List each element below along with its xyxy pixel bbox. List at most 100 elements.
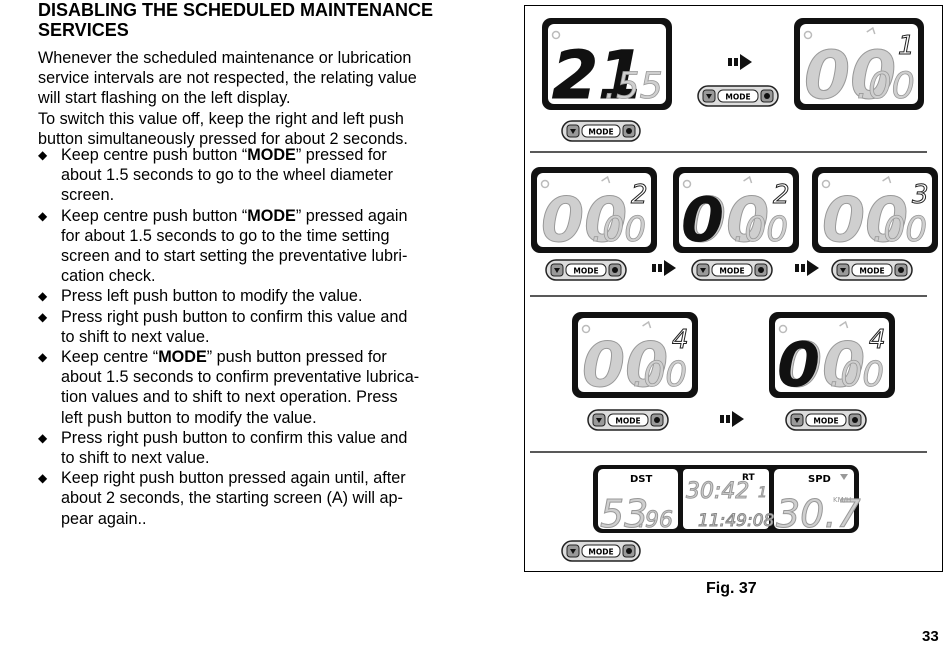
lcd-corner-digit: 2 xyxy=(631,180,648,210)
mode-button xyxy=(717,89,759,103)
section-heading: DISABLING THE SCHEDULED MAINTENANCE SERV… xyxy=(38,0,468,40)
next-arrow-icon xyxy=(795,260,819,276)
spd-value: 30.7 xyxy=(776,492,861,536)
step-line: Press right push button to confirm this … xyxy=(61,428,408,447)
dst-decimal: .96 xyxy=(638,508,673,533)
spd-panel xyxy=(774,469,854,529)
steps-list: ◆ Keep centre push button “MODE” pressed … xyxy=(38,145,466,529)
rt-label: RT xyxy=(742,473,756,483)
lcd-corner-digit: 1 xyxy=(898,31,915,61)
indicator-icon xyxy=(682,179,692,189)
indicator-icon xyxy=(551,30,561,40)
indicator-icon xyxy=(581,324,591,334)
indicator-icon xyxy=(778,324,788,334)
lcd-small-digits: .00 xyxy=(829,355,884,395)
dst-value: 53 xyxy=(600,492,648,536)
step-line: pear again.. xyxy=(61,509,147,528)
step-line: Press right push button to confirm this … xyxy=(61,307,408,326)
button-panel: MODE xyxy=(691,259,773,281)
lcd-corner-digit: 2 xyxy=(773,180,790,210)
intro-line: will start flashing on the left display. xyxy=(38,89,291,108)
down-arrow-icon xyxy=(840,268,846,273)
mode-button xyxy=(851,263,893,277)
button-panel: MODE xyxy=(561,120,641,142)
down-arrow-icon xyxy=(840,474,848,480)
mode-button xyxy=(607,413,649,427)
button-panel: MODE xyxy=(587,409,669,431)
step-line: Keep centre “MODE” push button pressed f… xyxy=(61,348,387,367)
wrench-icon xyxy=(743,175,753,184)
lcd-screen xyxy=(818,173,932,247)
dot-icon xyxy=(852,417,858,423)
down-arrow-icon xyxy=(794,418,800,423)
indicator-icon xyxy=(540,179,550,189)
spd-unit: KM/H xyxy=(833,496,851,504)
lcd-small-digits: .00 xyxy=(591,210,646,250)
lcd-display: 21.55 xyxy=(542,18,672,115)
lcd-display: 00.002 xyxy=(531,167,657,257)
bullet-icon: ◆ xyxy=(38,430,48,445)
mode-button-label: MODE xyxy=(588,548,613,557)
next-arrow-icon xyxy=(720,411,744,427)
lcd-screen xyxy=(800,24,918,104)
step-item: ◆ Press right push button to confirm this… xyxy=(38,307,466,347)
step-line: to shift to next value. xyxy=(61,327,210,346)
figure-caption: Fig. 37 xyxy=(706,580,757,597)
lcd-display: 00.001 xyxy=(794,18,924,115)
lcd-screen xyxy=(537,173,651,247)
next-arrow-icon xyxy=(728,54,752,70)
mode-button xyxy=(581,544,621,558)
lcd-corner-digit: 3 xyxy=(912,180,929,210)
step-line: screen. xyxy=(61,186,115,205)
lcd-screen xyxy=(578,318,692,392)
intro-line: Whenever the scheduled maintenance or lu… xyxy=(38,49,412,67)
step-line: Keep centre push button “MODE” pressed f… xyxy=(61,146,387,164)
step-line: Press left push button to modify the val… xyxy=(61,287,363,306)
next-arrow-icon xyxy=(652,260,676,276)
mode-button xyxy=(711,263,753,277)
mode-button-label: MODE xyxy=(573,267,598,276)
lcd-big-digits: 00 xyxy=(804,37,896,114)
intro-paragraph: Whenever the scheduled maintenance or lu… xyxy=(38,48,466,149)
mode-button-label: MODE xyxy=(859,267,884,276)
down-arrow-icon xyxy=(596,418,602,423)
wrench-icon xyxy=(839,320,849,329)
lcd-big-digits: 21 xyxy=(552,37,644,114)
step-line: Keep right push button pressed again unt… xyxy=(61,469,406,488)
lcd-big-digits: 00 xyxy=(779,329,865,401)
figure-frame xyxy=(524,5,943,572)
lcd-highlight-digit: 0 xyxy=(777,329,820,401)
heading-line-1: DISABLING THE SCHEDULED MAINTENANCE xyxy=(38,0,434,20)
heading-line-2: SERVICES xyxy=(38,20,129,40)
step-item: ◆Keep centre “MODE” push button pressed … xyxy=(38,347,466,428)
step-line: tion values and to shift to next operati… xyxy=(61,388,398,407)
lcd-big-digits: 00 xyxy=(683,184,769,256)
lcd-big-digits: 00 xyxy=(582,329,668,401)
lcd-screen xyxy=(775,318,889,392)
mode-button-label: MODE xyxy=(725,93,750,102)
bullet-icon: ◆ xyxy=(38,208,48,223)
lcd-small-digits: .00 xyxy=(632,355,687,395)
lcd-screen xyxy=(548,24,666,104)
step-line: about 1.5 seconds to go to the wheel dia… xyxy=(61,166,394,185)
step-line: left push button to modify the value. xyxy=(61,408,317,427)
dot-icon xyxy=(654,417,660,423)
mode-button xyxy=(805,413,847,427)
dst-panel xyxy=(598,469,678,529)
mode-button-label: MODE xyxy=(615,417,640,426)
rt-panel xyxy=(683,469,769,529)
intro-line: button simultaneously pressed for about … xyxy=(38,129,408,148)
step-line: Keep centre push button “MODE” pressed a… xyxy=(61,206,408,225)
dot-icon xyxy=(764,93,770,99)
down-arrow-icon xyxy=(570,549,576,554)
bullet-icon: ◆ xyxy=(38,309,48,324)
down-arrow-icon xyxy=(570,129,576,134)
lcd-highlight-digit: 0 xyxy=(681,184,724,256)
dot-icon xyxy=(898,267,904,273)
down-arrow-icon xyxy=(700,268,706,273)
rt-small-digit: 1 xyxy=(758,485,767,501)
